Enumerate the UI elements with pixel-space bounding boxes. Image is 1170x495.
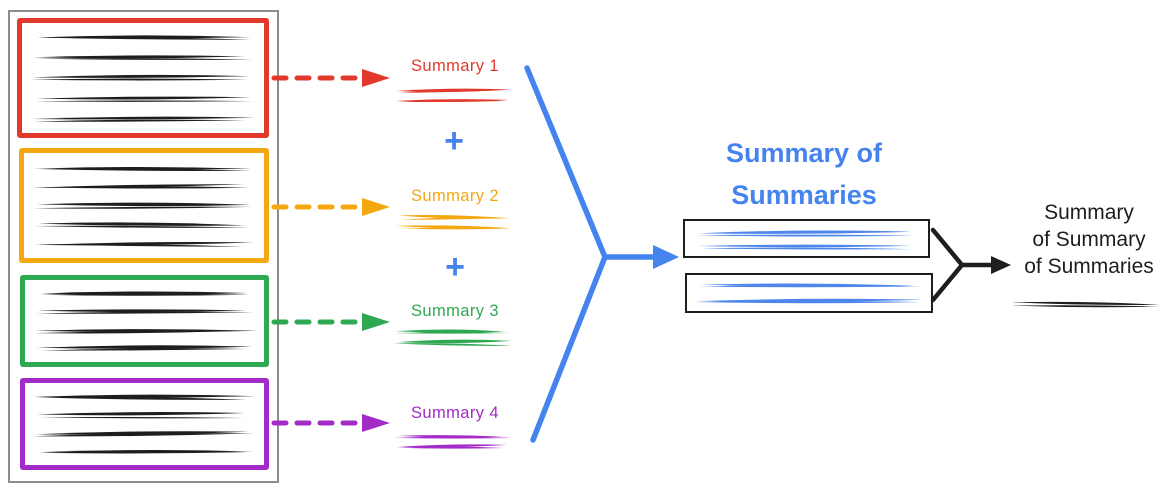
arrow-chunk3-to-summary3-icon: [271, 313, 390, 331]
arrow-chunk2-to-summary2-icon: [271, 198, 390, 216]
summary-1-label: Summary 1: [411, 57, 499, 75]
document-chunk-1: [17, 18, 269, 138]
summary-of-summaries-box-1: [683, 219, 930, 258]
summary-1-scribble: [395, 88, 512, 103]
summary-4-label: Summary 4: [411, 404, 499, 422]
summary-2-label: Summary 2: [411, 187, 499, 205]
final-summary-scribble: [1011, 301, 1161, 308]
arrow-chunk4-to-summary4-icon: [271, 414, 390, 432]
chunk-2-text-scribble: [32, 167, 254, 247]
summary-2-scribble: [396, 215, 511, 230]
chunk-3-text-scribble: [34, 291, 256, 351]
chunk-4-text-scribble: [33, 394, 256, 454]
final-summary-label-line-3: of Summaries: [1024, 255, 1154, 278]
plus-sign-1: +: [444, 122, 464, 160]
merge-arrow-icon: [524, 65, 679, 443]
final-summary-label: Summary of Summary of Summaries: [1009, 199, 1169, 280]
arrow-chunk1-to-summary1-icon: [271, 69, 390, 87]
document-chunk-4: [20, 378, 269, 470]
summary-of-summaries-box-2: [685, 273, 933, 313]
summary-of-summaries-scribble-2: [695, 283, 923, 304]
summary-4-scribble: [393, 435, 512, 449]
summary-3-scribble: [392, 329, 512, 346]
final-summary-label-line-2: of Summary: [1032, 228, 1146, 251]
final-merge-arrow-icon: [930, 227, 1011, 303]
chunk-1-text-scribble: [30, 35, 256, 122]
summary-of-summaries-title: Summary of Summaries: [725, 138, 883, 210]
document-chunk-2: [19, 148, 269, 263]
summary-3-label: Summary 3: [411, 302, 499, 320]
final-summary-label-line-1: Summary: [1044, 201, 1134, 224]
document-chunk-3: [20, 275, 269, 367]
plus-sign-2: +: [445, 248, 465, 286]
summary-of-summaries-scribble-1: [695, 229, 915, 249]
